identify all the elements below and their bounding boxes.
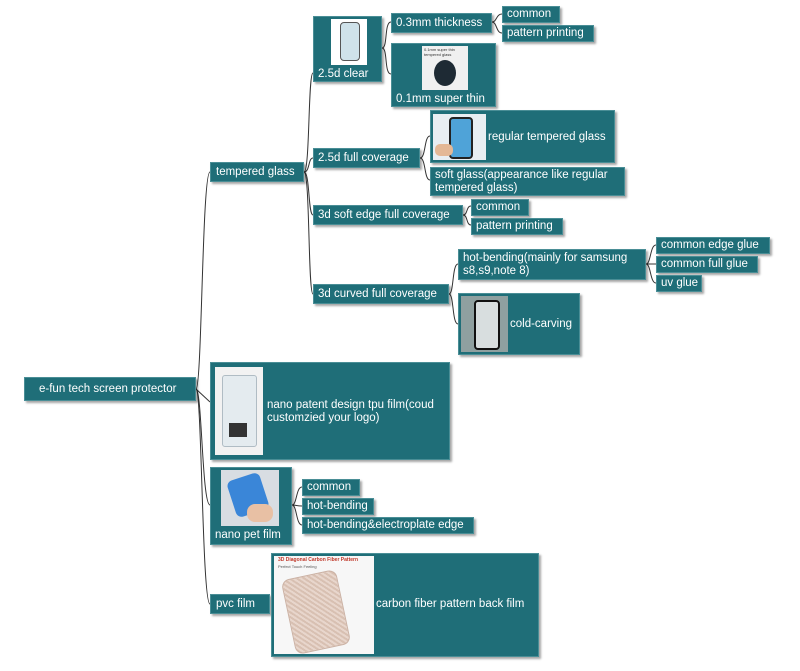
thin-glass-image: 0.1mm super thin tempered glass — [422, 46, 468, 90]
curved-label: 3d curved full coverage — [318, 288, 437, 300]
tpu-film-tag — [229, 423, 247, 437]
node-nano-pet-film[interactable]: nano pet film — [210, 467, 292, 545]
node-3d-curved[interactable]: 3d curved full coverage — [313, 284, 449, 304]
full-glue-label: common full glue — [661, 258, 748, 270]
carbon-image-title: 3D Diagonal Carbon Fiber Pattern — [278, 557, 359, 563]
nano-tpu-label: nano patent design tpu film(coud customz… — [267, 399, 434, 424]
soft-edge-label: 3d soft edge full coverage — [318, 209, 450, 221]
node-hot-bending-samsung[interactable]: hot-bending(mainly for samsung s8,s9,not… — [458, 249, 646, 280]
node-cold-carving[interactable]: cold-carving — [458, 293, 580, 355]
carbon-phone-back — [280, 569, 352, 654]
curved-phone-icon — [474, 300, 500, 350]
cold-carving-image — [461, 296, 508, 352]
phone-front-icon — [449, 117, 473, 159]
thin-glass-caption: 0.1mm super thin tempered glass — [424, 47, 455, 57]
super-thin-label: 0.1mm super thin — [396, 93, 485, 105]
node-25d-clear[interactable]: 2.5d clear — [313, 16, 382, 82]
tempered-glass-label: tempered glass — [216, 166, 295, 178]
soft-glass-label: soft glass(appearance like regular tempe… — [435, 169, 608, 194]
uv-glue-label: uv glue — [661, 277, 699, 289]
node-3d-soft-edge[interactable]: 3d soft edge full coverage — [313, 205, 463, 225]
edge-glue-label: common edge glue — [661, 239, 759, 251]
regular-glass-image — [433, 114, 486, 160]
node-03mm-thickness[interactable]: 0.3mm thickness — [391, 13, 492, 33]
carbon-image-subtitle: Perfect Touch Feeling — [278, 564, 317, 569]
pet-hot-bending-label: hot-bending — [307, 500, 368, 512]
pet-film-hand — [247, 504, 273, 522]
node-25d-full-coverage[interactable]: 2.5d full coverage — [313, 148, 420, 168]
pvc-label: pvc film — [216, 598, 255, 610]
node-thickness-pattern-printing[interactable]: pattern printing — [502, 25, 594, 42]
node-uv-glue[interactable]: uv glue — [656, 275, 702, 292]
node-nano-tpu-film[interactable]: nano patent design tpu film(coud customz… — [210, 362, 450, 460]
soft-edge-pattern-label: pattern printing — [476, 220, 553, 232]
soft-edge-common-label: common — [476, 201, 521, 213]
root-label: e-fun tech screen protector — [39, 383, 177, 395]
nano-pet-label: nano pet film — [215, 529, 281, 541]
cold-carving-label: cold-carving — [510, 318, 572, 330]
node-soft-glass[interactable]: soft glass(appearance like regular tempe… — [430, 167, 625, 196]
hot-bending-samsung-label: hot-bending(mainly for samsung s8,s9,not… — [463, 252, 628, 277]
clear-glass-image — [331, 19, 367, 65]
tpu-film-image — [215, 367, 263, 455]
carbon-fiber-label: carbon fiber pattern back film — [376, 598, 525, 610]
pet-electroplate-label: hot-bending&electroplate edge — [307, 519, 464, 531]
pet-film-image — [221, 470, 279, 526]
thickness-common-label: common — [507, 8, 552, 20]
carbon-fiber-image: 3D Diagonal Carbon Fiber Pattern Perfect… — [274, 556, 374, 654]
node-thickness-common[interactable]: common — [502, 6, 560, 23]
node-pvc-film[interactable]: pvc film — [210, 594, 270, 614]
phone-outline-icon — [340, 22, 360, 61]
root-node[interactable]: e-fun tech screen protector — [24, 377, 196, 401]
node-common-full-glue[interactable]: common full glue — [656, 256, 758, 273]
node-carbon-fiber-back-film[interactable]: 3D Diagonal Carbon Fiber Pattern Perfect… — [271, 553, 539, 657]
glass-piece-icon — [434, 60, 456, 86]
node-pet-hot-bending[interactable]: hot-bending — [302, 498, 374, 515]
node-soft-edge-pattern-printing[interactable]: pattern printing — [471, 218, 563, 235]
node-soft-edge-common[interactable]: common — [471, 199, 529, 216]
thickness-pattern-label: pattern printing — [507, 27, 584, 39]
node-01mm-super-thin[interactable]: 0.1mm super thin tempered glass 0.1mm su… — [391, 43, 496, 107]
node-common-edge-glue[interactable]: common edge glue — [656, 237, 770, 254]
glass-hand-icon — [435, 144, 453, 156]
pet-common-label: common — [307, 481, 352, 493]
regular-glass-label: regular tempered glass — [488, 131, 606, 143]
node-pet-electroplate[interactable]: hot-bending&electroplate edge — [302, 517, 474, 534]
thickness-label: 0.3mm thickness — [396, 17, 483, 29]
clear-25d-label: 2.5d clear — [318, 68, 369, 80]
full-coverage-label: 2.5d full coverage — [318, 152, 409, 164]
node-pet-common[interactable]: common — [302, 479, 360, 496]
node-regular-tempered-glass[interactable]: regular tempered glass — [430, 110, 615, 163]
node-tempered-glass[interactable]: tempered glass — [210, 162, 304, 182]
